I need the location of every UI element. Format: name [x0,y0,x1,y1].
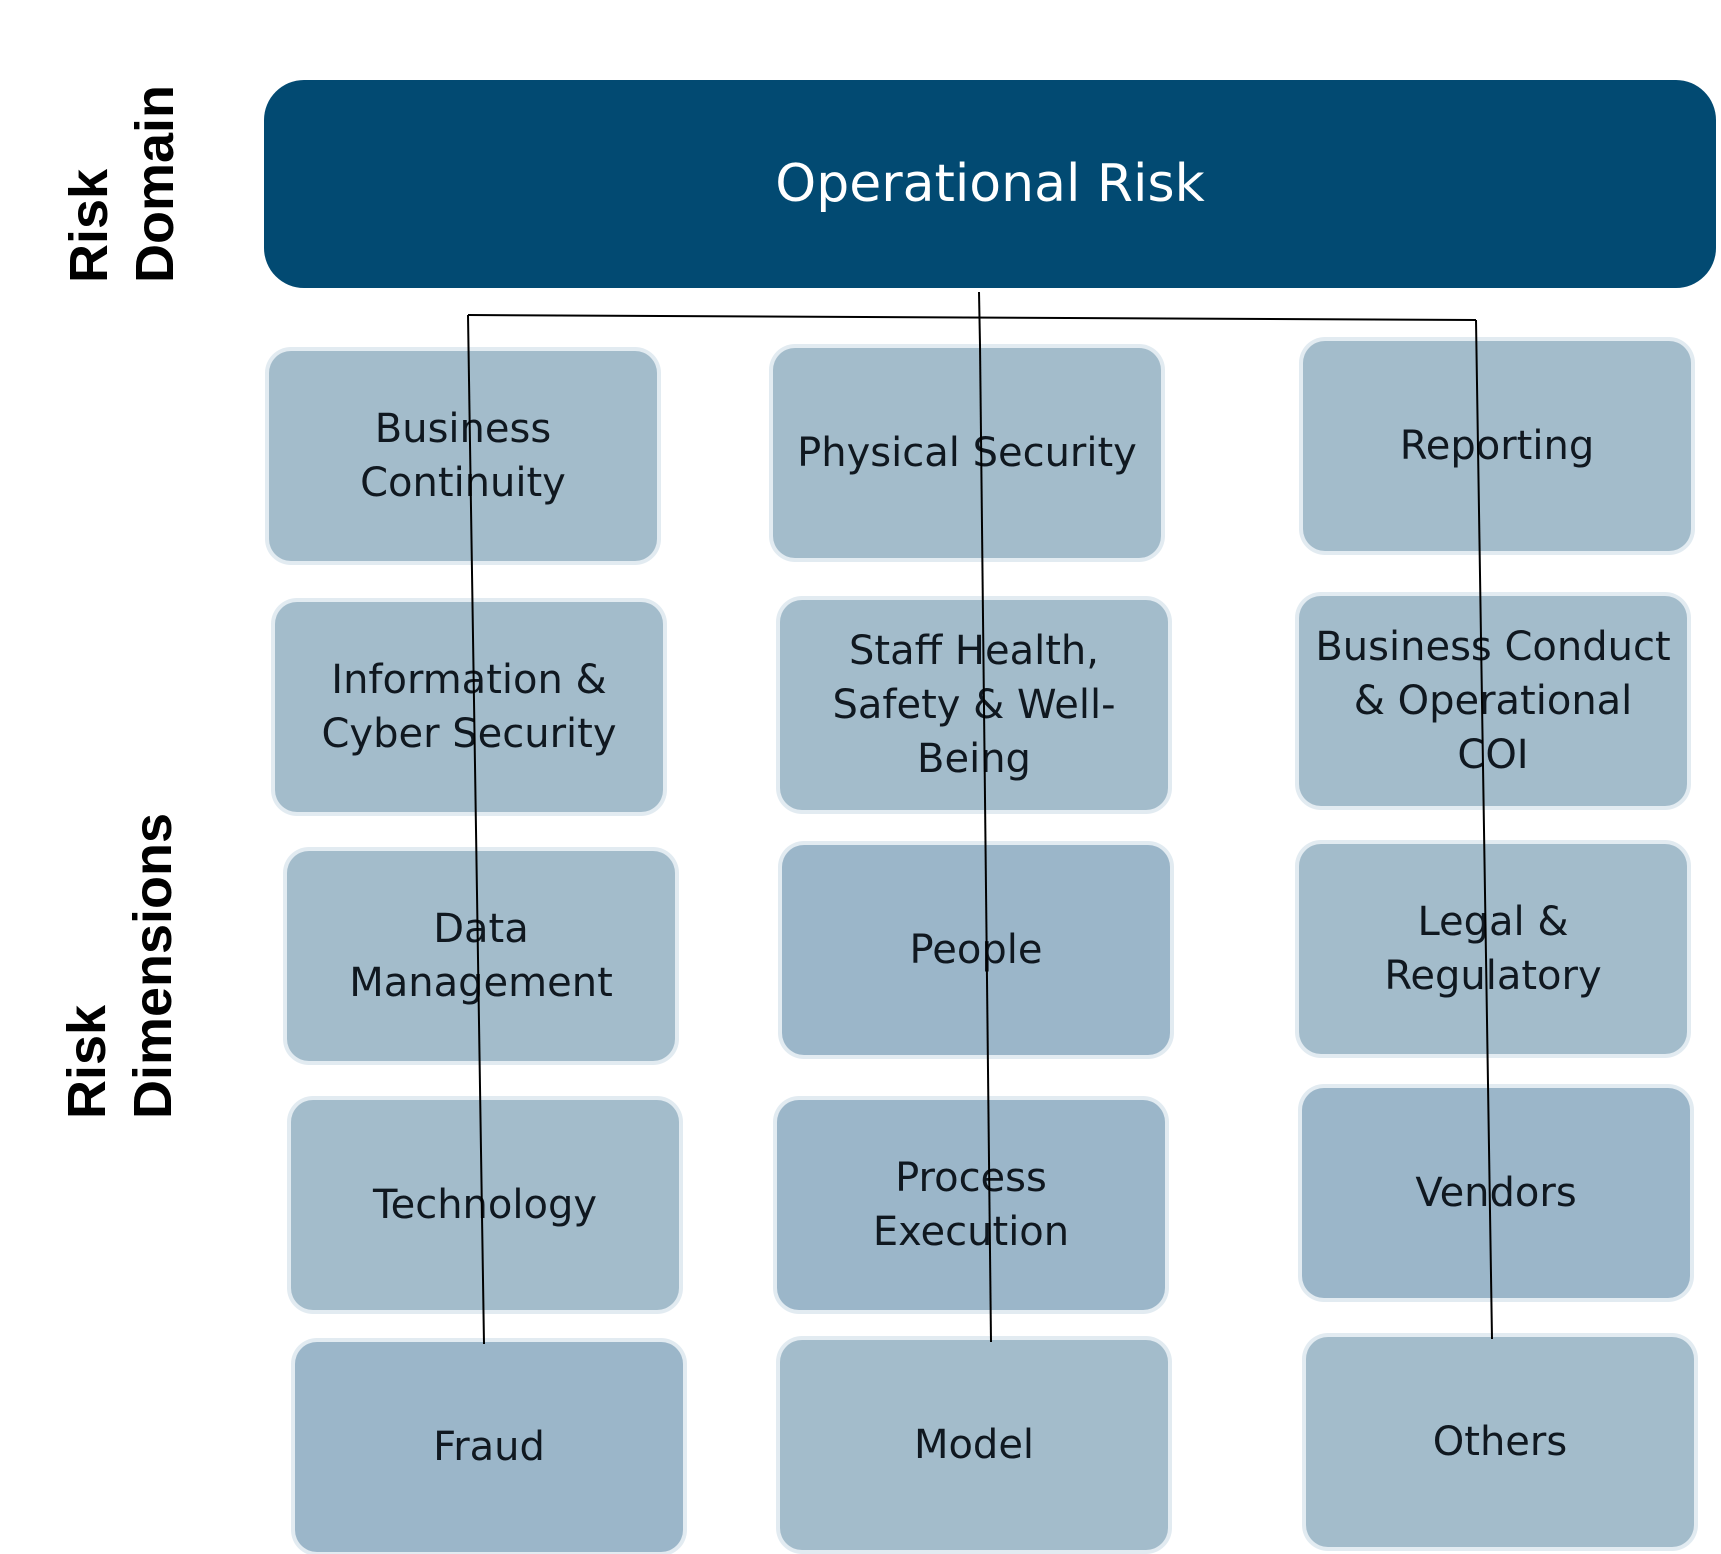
dimension-label: Technology [372,1182,598,1228]
dimension-label: Legal & Regulatory [1384,899,1602,999]
dimension-information-cyber-security: Information & Cyber Security [275,602,663,812]
dimension-label: Model [913,1422,1035,1468]
dimension-label: Staff Health, Safety & Well- Being [832,628,1116,782]
risk-dimensions-label-line1: Risk [57,1004,117,1120]
operational-risk-box: Operational Risk [264,80,1716,288]
dimension-label: Physical Security [797,430,1137,476]
dimension-label: Vendors [1415,1170,1577,1216]
dimension-label: Data Management [349,906,613,1006]
dimension-label: Process Execution [872,1155,1070,1255]
dimension-vendors: Vendors [1302,1088,1690,1298]
dimension-physical-security: Physical Security [773,348,1161,558]
dimension-others: Others [1306,1337,1694,1547]
dimension-label: Business Continuity [360,406,566,506]
dimension-legal-regulatory: Legal & Regulatory [1299,844,1687,1054]
dimension-process-execution: Process Execution [777,1100,1165,1310]
risk-dimensions-label-line2: Dimensions [123,812,183,1120]
dimension-label: Fraud [433,1424,545,1470]
dimension-fraud: Fraud [295,1342,683,1552]
risk-domain-label-line2: Domain [125,84,185,284]
dimension-technology: Technology [291,1100,679,1310]
risk-domain-label-line1: Risk [59,168,119,284]
dimension-business-continuity: Business Continuity [269,351,657,561]
dimension-label: Information & Cyber Security [321,657,617,757]
dimension-staff-health-safety: Staff Health, Safety & Well- Being [780,600,1168,810]
connector-horizontal-bus [467,314,1477,321]
dimension-label: Reporting [1399,423,1595,469]
dimension-label: People [909,927,1043,973]
dimension-people: People [782,845,1170,1055]
dimension-data-management: Data Management [287,851,675,1061]
dimension-business-conduct: Business Conduct & Operational COI [1299,596,1687,806]
connector-domain-stem [978,291,981,346]
dimension-label: Others [1432,1419,1568,1465]
operational-risk-title: Operational Risk [775,154,1205,214]
dimension-label: Business Conduct & Operational COI [1315,624,1671,778]
dimension-model: Model [780,1340,1168,1550]
dimension-reporting: Reporting [1303,341,1691,551]
